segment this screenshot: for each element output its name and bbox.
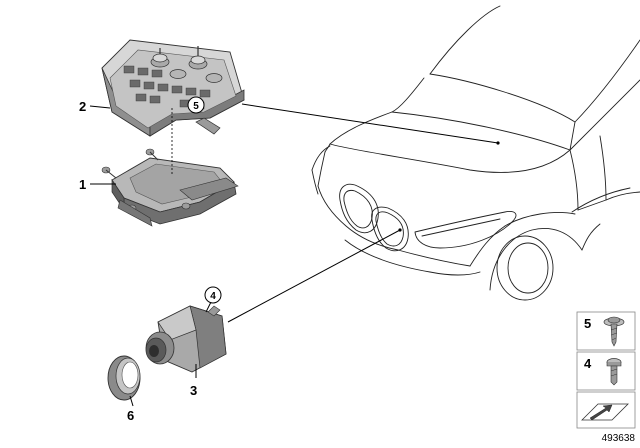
direction-arrow-icon: [581, 403, 629, 421]
grommet-ring: [107, 355, 141, 401]
legend-number-4: 4: [584, 356, 592, 371]
leader-lines: [89, 103, 500, 407]
legend-box-bolt: [576, 351, 636, 391]
hardware-legend: 5 4: [576, 311, 636, 429]
bracket-holder: [101, 39, 245, 137]
callout-4: 4: [210, 291, 216, 302]
callout-5-circle: [187, 96, 205, 114]
callout-1: 1: [79, 177, 86, 192]
callout-2: 2: [79, 99, 86, 114]
camera-module: [145, 305, 227, 373]
control-unit: [101, 148, 239, 227]
legend-number-5: 5: [584, 316, 591, 331]
document-number: 493638: [602, 433, 636, 444]
flange-screw-icon: [603, 316, 625, 347]
callout-4-circle: [204, 286, 222, 304]
callout-6: 6: [127, 408, 134, 423]
callout-3: 3: [190, 383, 197, 398]
vehicle-front-outline: [311, 5, 640, 301]
hex-bolt-icon: [606, 358, 622, 386]
legend-box-screw: [576, 311, 636, 351]
callout-5: 5: [193, 101, 199, 112]
